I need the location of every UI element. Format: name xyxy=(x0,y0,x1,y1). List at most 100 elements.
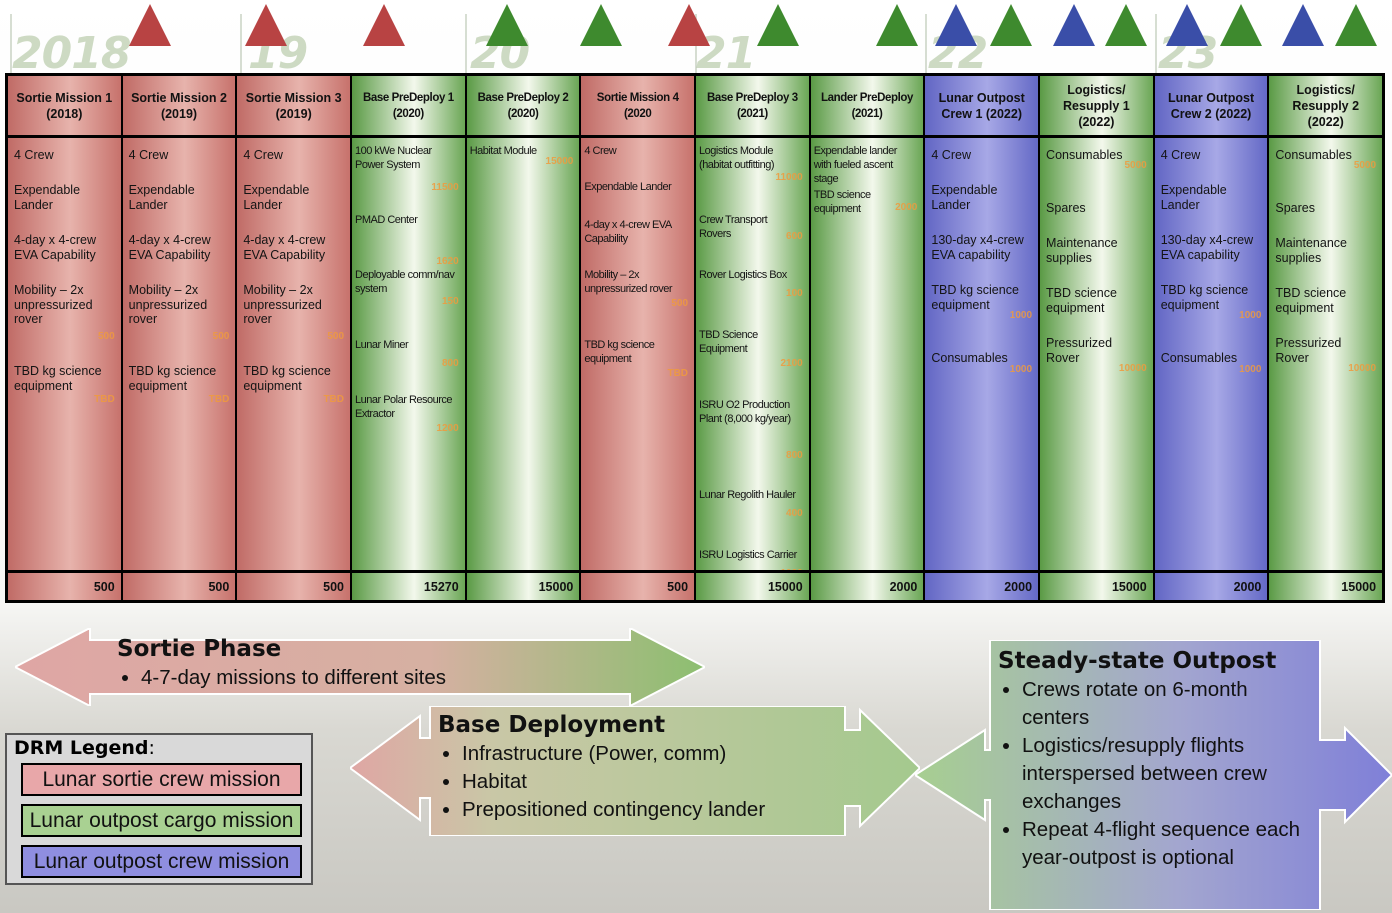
payload-mass: 100 xyxy=(786,288,803,299)
payload-item: ISRU O2 Production Plant (8,000 kg/year) xyxy=(699,399,791,425)
payload-item: Rover Logistics Box xyxy=(699,269,787,281)
payload-item: Expendable Lander xyxy=(1160,183,1227,212)
mission-header: Logistics/ Resupply 1 (2022) xyxy=(1040,76,1153,138)
payload-mass: 400 xyxy=(786,508,803,519)
payload-mass: 500 xyxy=(97,331,115,342)
mission-total-mass: 2000 xyxy=(925,570,1039,600)
payload-mass: 1000 xyxy=(1009,310,1033,321)
payload-mass: 500 xyxy=(212,331,230,342)
payload-item: Mobility – 2x unpressurized rover xyxy=(14,283,93,326)
payload-item: TBD kg science equipment xyxy=(1160,283,1249,312)
payload-item: TBD Science Equipment xyxy=(699,329,758,355)
payload-item: Mobility – 2x unpressurized rover xyxy=(243,283,322,326)
payload-item: Maintenance supplies xyxy=(1275,236,1347,265)
payload-item: Expendable Lander xyxy=(243,183,310,212)
mission-total-mass: 2000 xyxy=(810,570,924,600)
mission-header: Base PreDeploy 3 (2021) xyxy=(696,76,809,138)
cargo-flight-marker-icon xyxy=(1335,4,1377,46)
mission-column: Base PreDeploy 3 (2021)Logistics Module … xyxy=(696,76,811,600)
mission-total-mass: 15000 xyxy=(466,570,580,600)
payload-item: Pressurized Rover xyxy=(1275,336,1342,365)
payload-mass: 10000 xyxy=(1348,363,1377,374)
legend-title: DRM Legend: xyxy=(14,737,155,759)
cargo-flight-marker-icon xyxy=(757,4,799,46)
payload-mass: 11500 xyxy=(431,182,459,193)
phase-title: Sortie Phase xyxy=(117,636,282,662)
mission-total-mass: 15000 xyxy=(1269,570,1383,600)
cargo-flight-marker-icon xyxy=(1220,4,1262,46)
mission-header: Lunar Outpost Crew 2 (2022) xyxy=(1154,76,1268,138)
payload-item: TBD kg science equipment xyxy=(128,364,217,393)
mission-header: Sortie Mission 1 (2018) xyxy=(8,76,121,138)
mission-payload-list: Logistics Module (habitat outfitting)110… xyxy=(696,138,809,570)
year-tick xyxy=(10,14,12,74)
year-tick xyxy=(240,14,242,74)
payload-mass: 10000 xyxy=(1118,363,1147,374)
sortie-phase-box: Sortie Phase 4-7-day missions to differe… xyxy=(117,636,446,692)
payload-item: TBD kg science equipment xyxy=(243,364,331,393)
payload-mass: 2100 xyxy=(780,358,803,369)
payload-mass: 15000 xyxy=(545,156,574,167)
payload-item: PMAD Center xyxy=(355,214,418,226)
steady-state-box: Steady-state Outpost Crews rotate on 6-m… xyxy=(998,648,1318,872)
payload-item: Expendable Lander xyxy=(14,183,81,212)
payload-mass: 5000 xyxy=(1353,160,1377,171)
payload-item: 4 Crew xyxy=(14,148,54,162)
mission-total-mass: 15000 xyxy=(1040,570,1153,600)
crew-flight-marker-icon xyxy=(1282,4,1324,46)
mission-header: Base PreDeploy 2 (2020) xyxy=(466,76,580,138)
legend-title-colon: : xyxy=(148,737,155,759)
sortie-phase-arrow xyxy=(15,628,705,706)
legend-outpost-cargo: Lunar outpost cargo mission xyxy=(21,804,302,837)
crew-flight-marker-icon xyxy=(1166,4,1208,46)
payload-item: 100 kWe Nuclear Power System xyxy=(355,145,432,171)
payload-item: 4 Crew xyxy=(243,148,283,162)
mission-total-mass: 15000 xyxy=(696,570,809,600)
mission-total-mass: 2000 xyxy=(1154,570,1268,600)
payload-item: Consumables xyxy=(1275,148,1352,162)
mission-header: Lander PreDeploy (2021) xyxy=(810,76,924,138)
payload-item: 4-day x 4-crew EVA Capability xyxy=(584,219,672,245)
payload-mass: 150 xyxy=(442,296,459,307)
payload-item: Expendable Lander xyxy=(128,183,195,212)
payload-item: Consumables xyxy=(1046,148,1123,162)
legend-label: Lunar sortie crew mission xyxy=(42,767,281,791)
year-tick xyxy=(1155,14,1157,74)
crew-flight-marker-icon xyxy=(1053,4,1095,46)
payload-item: Logistics Module (habitat outfitting) xyxy=(699,145,775,171)
payload-mass: 1000 xyxy=(1239,364,1262,375)
mission-payload-list: Expendable lander with fueled ascent sta… xyxy=(811,138,924,570)
year-tick xyxy=(465,14,467,74)
payload-item: TBD science equipment xyxy=(813,189,871,215)
payload-item: ISRU Logistics Carrier xyxy=(699,549,797,561)
payload-item: 4-day x 4-crew EVA Capability xyxy=(128,233,211,262)
drm-legend: DRM Legend: Lunar sortie crew mission Lu… xyxy=(5,733,313,885)
payload-item: 4 Crew xyxy=(931,148,971,162)
payload-mass: TBD xyxy=(208,394,230,405)
payload-mass: 11000 xyxy=(775,172,803,183)
sortie-flight-marker-icon xyxy=(668,4,710,46)
crew-flight-marker-icon xyxy=(935,4,977,46)
payload-item: Mobility – 2x unpressurized rover xyxy=(584,269,673,295)
phase-bullets: Infrastructure (Power, comm) Habitat Pre… xyxy=(438,740,765,824)
payload-mass: TBD xyxy=(667,368,689,379)
timeline: 2018 19 20 21 22 23 xyxy=(0,0,1392,79)
phase-bullet: Habitat xyxy=(462,768,765,796)
mission-total-mass: 500 xyxy=(8,570,121,600)
payload-item: Expendable Lander xyxy=(584,181,672,193)
legend-outpost-crew: Lunar outpost crew mission xyxy=(21,845,302,878)
payload-item: 4 Crew xyxy=(128,148,169,162)
payload-item: Mobility – 2x unpressurized rover xyxy=(128,283,208,326)
mission-header: Base PreDeploy 1 (2020) xyxy=(352,76,465,138)
payload-item: TBD science equipment xyxy=(1275,286,1347,315)
payload-item: Spares xyxy=(1275,201,1315,215)
sortie-flight-marker-icon xyxy=(363,4,405,46)
